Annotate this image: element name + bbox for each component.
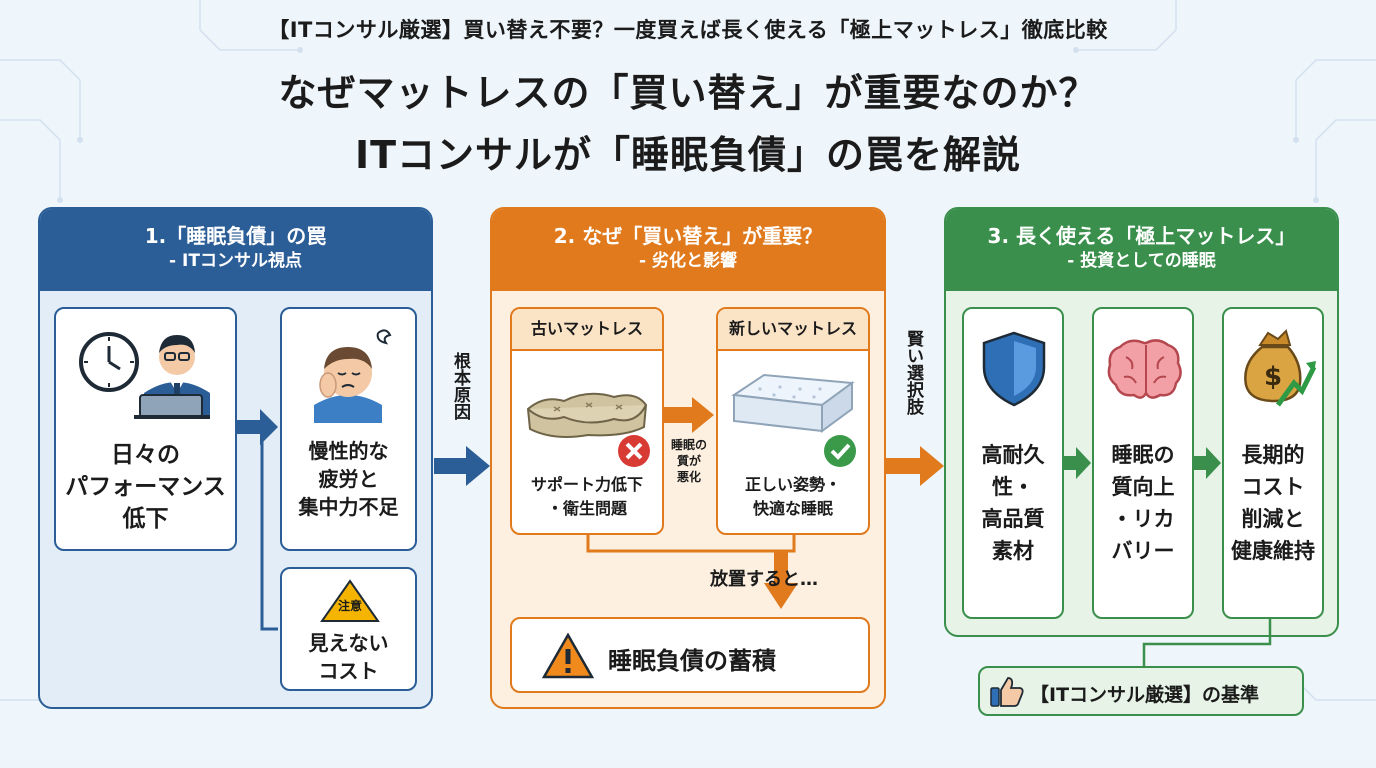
panel1-header: 1.「睡眠負債」の罠 - ITコンサル視点 — [40, 209, 431, 291]
arrow-caption-quality-worse: 睡眠の 質が 悪化 — [670, 438, 707, 484]
arrow-panel1-to-panel2 — [434, 446, 490, 486]
panel3-subheading: - 投資としての睡眠 — [1067, 251, 1216, 271]
neglect-caption: 放置すると… — [710, 569, 818, 590]
card-long-term-cost-text: 長期的 コスト 削減と 健康維持 — [1231, 443, 1315, 563]
arrow-old-to-new — [664, 397, 714, 433]
card-hidden-cost-text: 見えない コスト — [308, 631, 389, 683]
page-subtitle: 【ITコンサル厳選】買い替え不要？一度買えば長く使える「極上マットレス」徹底比較 — [268, 18, 1108, 42]
panel-premium-mattress: 3. 長く使える「極上マットレス」 - 投資としての睡眠 高耐久 性・ 高品質 … — [944, 207, 1339, 637]
panel3-header: 3. 長く使える「極上マットレス」 - 投資としての睡眠 — [946, 209, 1337, 291]
card-performance-drop: 日々の パフォーマンス 低下 — [54, 307, 237, 551]
shield-icon — [982, 331, 1046, 407]
panel-sleep-debt-trap: 1.「睡眠負債」の罠 - ITコンサル視点 日々の パフォーマンス 低下 — [38, 207, 433, 709]
criteria-badge-text: 【ITコンサル厳選】の基準 — [1030, 684, 1260, 706]
brain-icon — [1107, 339, 1182, 399]
check-icon — [824, 435, 856, 467]
new-mattress-label: 新しいマットレス — [718, 309, 868, 351]
panel2-subheading: - 劣化と影響 — [639, 251, 737, 271]
thumbs-up-icon — [990, 677, 1024, 707]
consultant-laptop-icon — [134, 335, 210, 419]
card-long-term-cost: $ 長期的 コスト 削減と 健康維持 — [1222, 307, 1324, 619]
panel-why-replace: 2. なぜ「買い替え」が重要？ - 劣化と影響 古いマットレス サポート力低下 … — [490, 207, 886, 709]
arrow-panel2-to-panel3 — [886, 446, 944, 486]
arrow-durable-to-quality — [1064, 447, 1091, 479]
card-performance-drop-text: 日々の パフォーマンス 低下 — [65, 442, 226, 532]
cross-icon — [618, 435, 650, 467]
sleep-debt-accumulation-text: 睡眠負債の蓄積 — [608, 647, 776, 675]
panel1-heading: 1.「睡眠負債」の罠 — [144, 224, 327, 248]
tired-person-icon — [314, 329, 392, 423]
card-sleep-debt-accumulation: 睡眠負債の蓄積 — [510, 617, 870, 693]
connector-label-smart-choice: 賢い選択肢 — [903, 330, 923, 415]
new-mattress-caption: 正しい姿勢・ 快適な睡眠 — [744, 475, 841, 518]
panel2-heading: 2. なぜ「買い替え」が重要？ — [553, 224, 823, 248]
old-mattress-caption: サポート力低下 ・衛生問題 — [530, 475, 643, 518]
arrow-quality-to-cost — [1194, 447, 1221, 479]
money-bag-growth-icon: $ — [1244, 329, 1317, 407]
card-sleep-quality-text: 睡眠の 質向上 ・リカ バリー — [1111, 443, 1175, 563]
card-new-mattress: 新しいマットレス 正しい姿勢・ 快適な睡眠 — [716, 307, 870, 535]
criteria-connector-line — [1142, 618, 1272, 666]
caution-sign-icon — [320, 579, 380, 622]
old-mattress-label: 古いマットレス — [512, 309, 662, 351]
card-durable-material-text: 高耐久 性・ 高品質 素材 — [981, 443, 1045, 563]
panel3-heading: 3. 長く使える「極上マットレス」 — [987, 224, 1296, 248]
svg-text:$: $ — [1264, 362, 1282, 392]
panel1-subheading: - ITコンサル視点 — [169, 251, 302, 271]
card-chronic-fatigue-text: 慢性的な 疲労と 集中力不足 — [298, 439, 399, 519]
card-durable-material: 高耐久 性・ 高品質 素材 — [962, 307, 1064, 619]
arrow-performance-to-fatigue — [236, 409, 278, 445]
branch-line-to-hidden-cost — [260, 429, 278, 631]
card-hidden-cost: 注意 見えない コスト — [280, 567, 417, 691]
card-sleep-quality: 睡眠の 質向上 ・リカ バリー — [1092, 307, 1194, 619]
panel2-header: 2. なぜ「買い替え」が重要？ - 劣化と影響 — [492, 209, 884, 291]
criteria-badge: 【ITコンサル厳選】の基準 — [978, 666, 1304, 716]
connector-label-root-cause: 根本原因 — [450, 352, 470, 420]
neglect-flow-lines — [586, 535, 798, 609]
card-old-mattress: 古いマットレス サポート力低下 ・衛生問題 — [510, 307, 664, 535]
page-title-line2: ITコンサルが「睡眠負債」の罠を解説 — [354, 133, 1022, 177]
page-title-line1: なぜマットレスの「買い替え」が重要なのか？ — [278, 71, 1098, 115]
new-mattress-icon — [731, 373, 855, 433]
old-mattress-icon — [526, 392, 648, 438]
clock-icon — [79, 332, 139, 392]
card-chronic-fatigue: 慢性的な 疲労と 集中力不足 — [280, 307, 417, 551]
warning-icon — [541, 632, 595, 679]
caution-badge-text: 注意 — [337, 599, 362, 613]
